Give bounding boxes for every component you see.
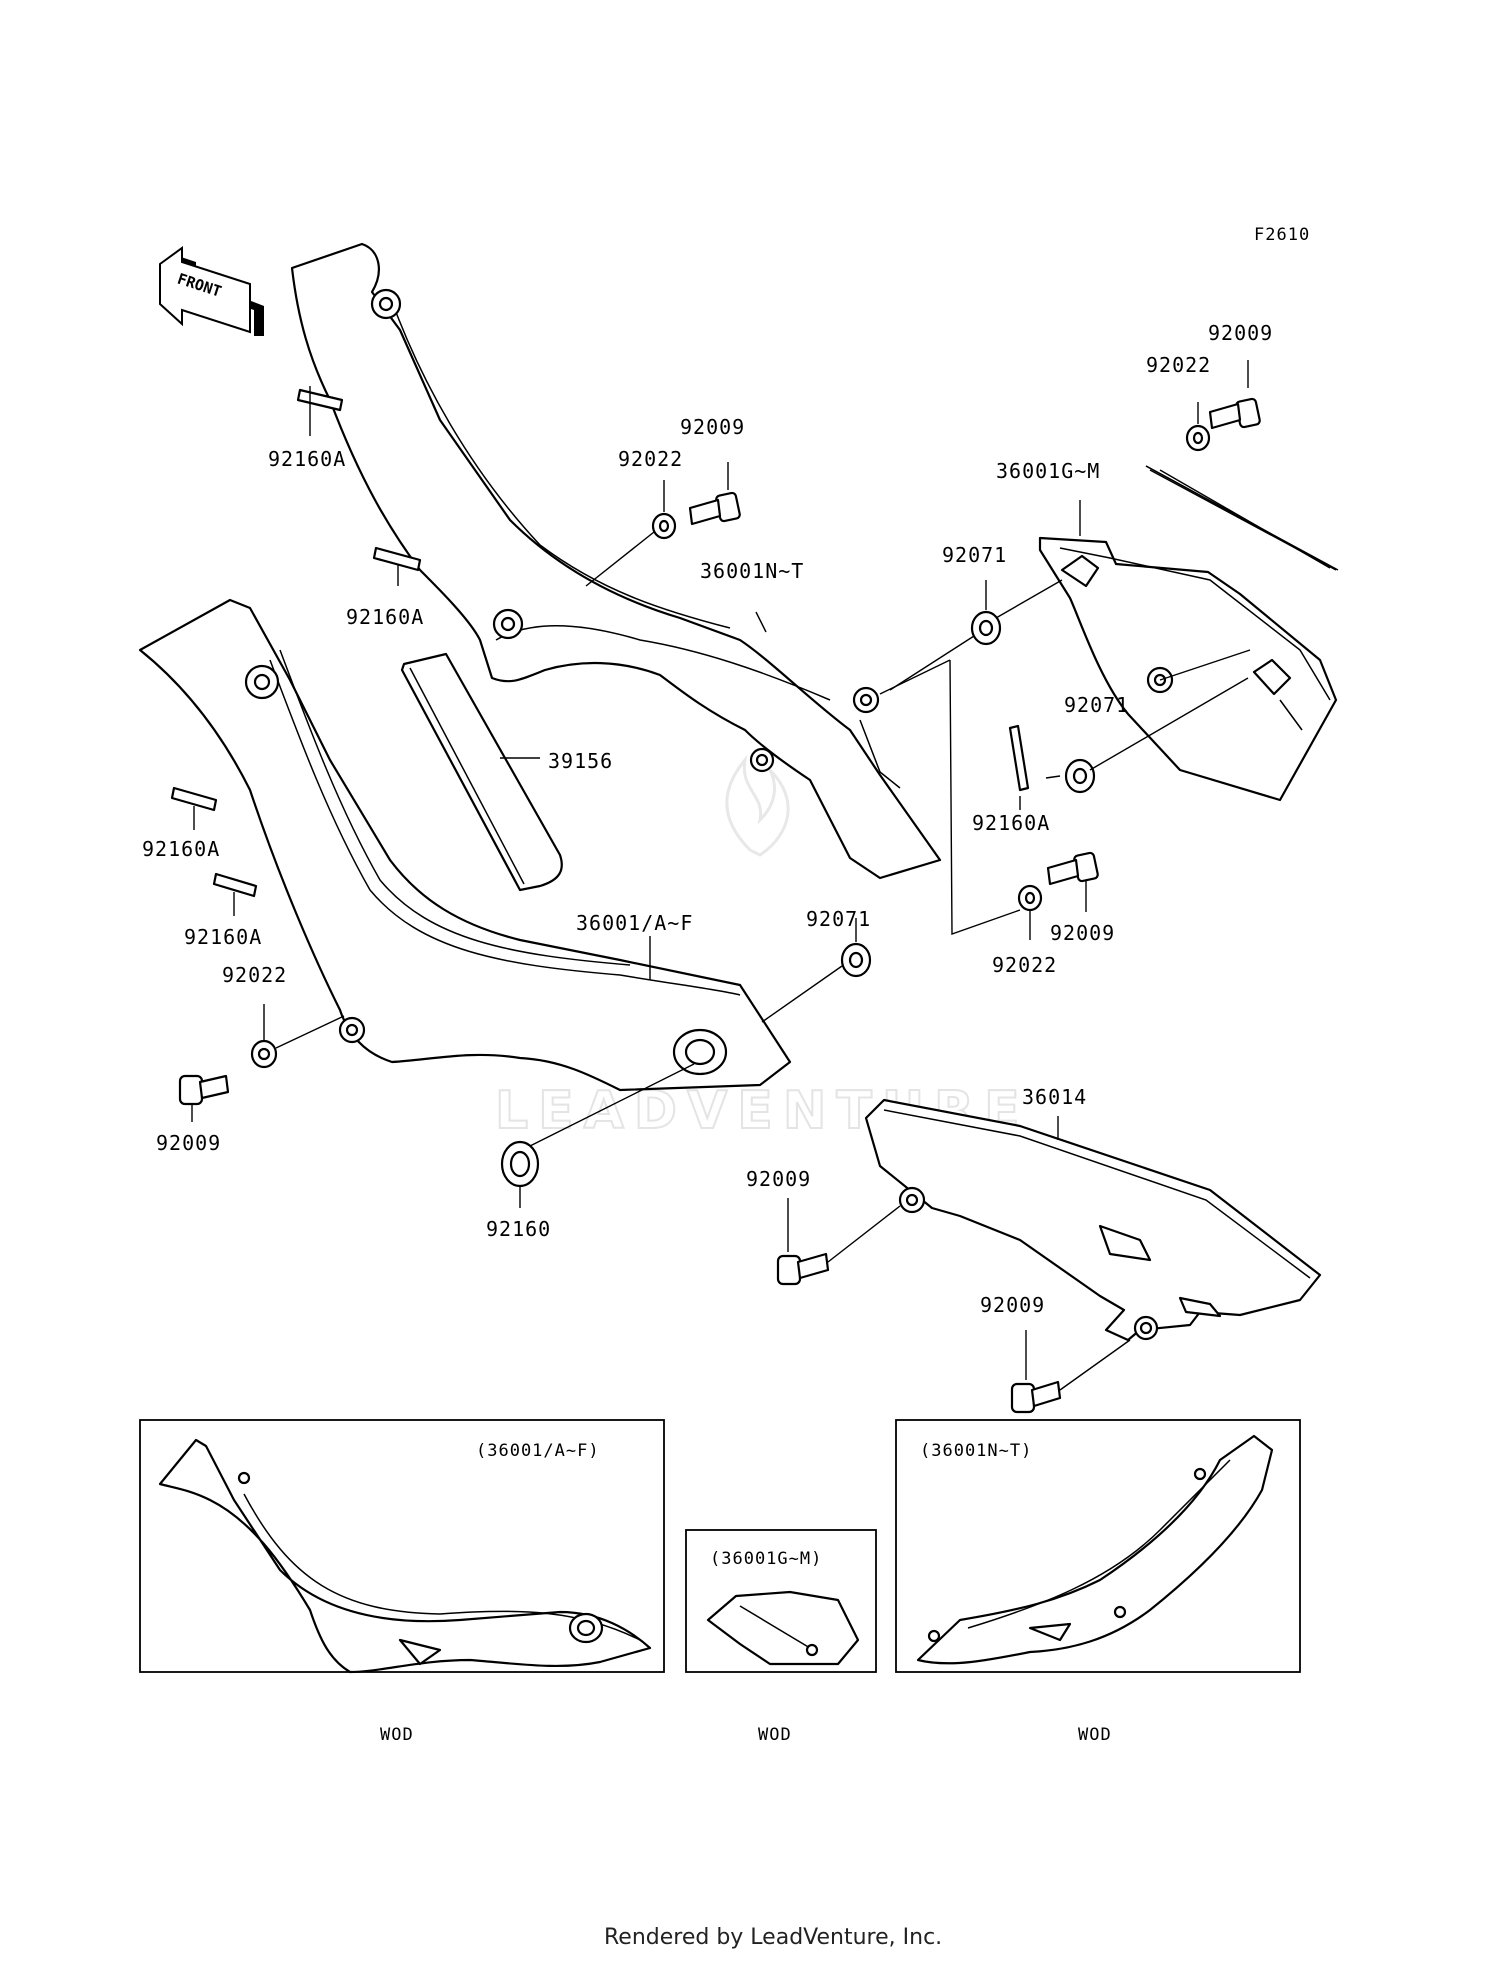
label-39156: 39156 bbox=[548, 749, 613, 773]
label-36001GM: 36001G~M bbox=[996, 459, 1100, 483]
strip-92160A-2 bbox=[372, 546, 422, 572]
inset-caption-36001AF: WOD bbox=[380, 1725, 414, 1745]
diagram-code: F2610 bbox=[1254, 225, 1310, 245]
washer-92022-left bbox=[250, 1039, 278, 1069]
leader-lines bbox=[191, 360, 1339, 1391]
label-92160A-2: 92160A bbox=[346, 605, 424, 629]
label-92022-right: 92022 bbox=[992, 953, 1057, 977]
label-92009-chain2: 92009 bbox=[980, 1293, 1045, 1317]
strip-92160A-5 bbox=[1008, 724, 1030, 792]
label-92009-mid: 92009 bbox=[680, 415, 745, 439]
label-92022-mid: 92022 bbox=[618, 447, 683, 471]
footer-credit: Rendered by LeadVenture, Inc. bbox=[604, 1925, 942, 1950]
label-92160A-3: 92160A bbox=[142, 837, 220, 861]
label-92071-right: 92071 bbox=[1064, 693, 1129, 717]
washer-92022-top-right bbox=[1185, 424, 1211, 452]
label-92009-chain1: 92009 bbox=[746, 1167, 811, 1191]
grommet-92071-low bbox=[840, 942, 872, 978]
grommet-92071-top bbox=[970, 610, 1002, 646]
label-92160A-right: 92160A bbox=[972, 811, 1050, 835]
bolt-92009-left bbox=[178, 1074, 230, 1106]
label-36001AF: 36001/A~F bbox=[576, 911, 693, 935]
washer-92022-right bbox=[1017, 884, 1043, 912]
label-36014: 36014 bbox=[1022, 1085, 1087, 1109]
pad-39156 bbox=[400, 652, 563, 892]
front-arrow-icon: FRONT bbox=[159, 246, 264, 336]
strip-92160A-3 bbox=[170, 786, 218, 812]
label-36001NT: 36001N~T bbox=[700, 559, 804, 583]
bolt-92009-mid bbox=[688, 491, 741, 526]
grommet-92160 bbox=[500, 1140, 540, 1188]
side-cover-36001NT bbox=[290, 242, 942, 880]
bolt-92009-top-right bbox=[1208, 397, 1261, 430]
label-92160A-1: 92160A bbox=[268, 447, 346, 471]
grommet-92071-right bbox=[1064, 758, 1096, 794]
bolt-92009-chain1 bbox=[776, 1252, 830, 1286]
side-cover-36001AF bbox=[138, 598, 792, 1092]
bolt-92009-right bbox=[1046, 851, 1099, 886]
inset-caption-36001GM: WOD bbox=[758, 1725, 792, 1745]
bolt-92009-chain2 bbox=[1010, 1380, 1062, 1414]
strip-92160A-1 bbox=[296, 388, 344, 412]
label-92071-top: 92071 bbox=[942, 543, 1007, 567]
label-92022-left: 92022 bbox=[222, 963, 287, 987]
label-92022-top-right: 92022 bbox=[1146, 353, 1211, 377]
washer-92022-mid bbox=[651, 512, 677, 540]
label-92160: 92160 bbox=[486, 1217, 551, 1241]
label-92009-right: 92009 bbox=[1050, 921, 1115, 945]
inset-title-36001NT: (36001N~T) bbox=[920, 1441, 1032, 1461]
inset-title-36001AF: (36001/A~F) bbox=[476, 1441, 600, 1461]
inset-36001GM: (36001G~M) WOD bbox=[685, 1529, 877, 1745]
label-92071-low: 92071 bbox=[806, 907, 871, 931]
strip-92160A-4 bbox=[212, 872, 258, 898]
inset-36001NT: (36001N~T) WOD bbox=[895, 1419, 1301, 1745]
label-92009-top-right: 92009 bbox=[1208, 321, 1273, 345]
inset-caption-36001NT: WOD bbox=[1078, 1725, 1112, 1745]
chain-guard-36014 bbox=[864, 1098, 1322, 1342]
label-92160A-4: 92160A bbox=[184, 925, 262, 949]
inset-36001AF: (36001/A~F) WOD bbox=[139, 1419, 665, 1745]
label-92009-left: 92009 bbox=[156, 1131, 221, 1155]
inset-title-36001GM: (36001G~M) bbox=[710, 1549, 822, 1569]
watermark-logo-icon bbox=[725, 754, 790, 857]
